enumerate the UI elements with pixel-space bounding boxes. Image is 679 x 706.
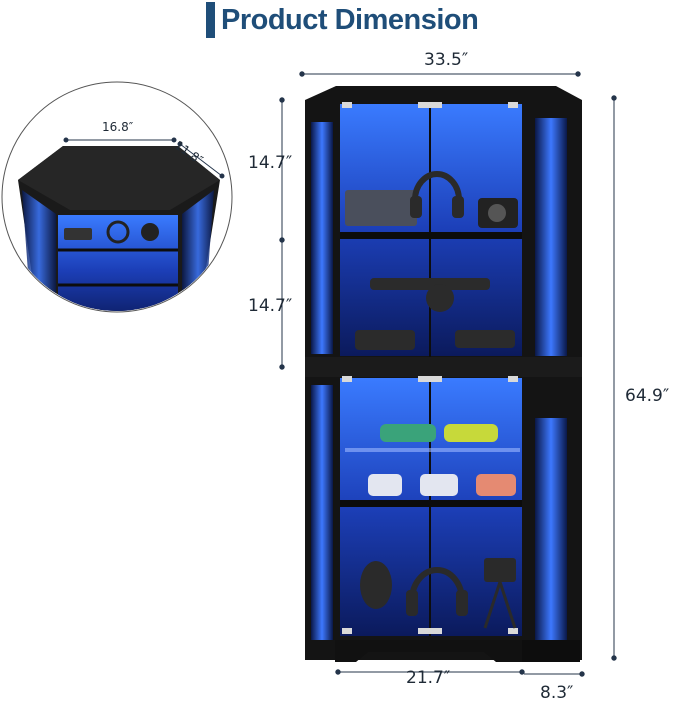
right-side-glass-upper — [535, 118, 567, 356]
top-section-height-label: 14.7″ — [248, 153, 293, 173]
bottom-shelf-items — [360, 558, 517, 629]
total-height-label: 64.9″ — [625, 386, 670, 406]
left-side-glass-lower — [311, 385, 333, 640]
middle-rail — [305, 357, 582, 377]
shelf-3 — [340, 500, 522, 507]
drone-items — [355, 278, 515, 350]
front-width-label: 21.7″ — [406, 668, 451, 688]
middle-section-height-label: 14.7″ — [248, 296, 293, 316]
shelf-2-acrylic — [345, 448, 520, 452]
total-width-label: 33.5″ — [424, 50, 469, 70]
corner-cabinet — [305, 86, 582, 662]
cabinet-top-surface — [18, 146, 220, 210]
dimension-lines — [279, 71, 617, 677]
model-car-items — [368, 424, 516, 496]
page-title: Product Dimension — [221, 3, 479, 36]
right-side-glass-lower — [535, 418, 567, 644]
shelf-1 — [340, 232, 522, 239]
side-depth-label: 8.3″ — [540, 683, 574, 703]
top-front-edge-label: 16.8″ — [102, 120, 134, 134]
inset-dimension-lines — [63, 137, 225, 179]
headphones-item — [412, 171, 462, 201]
title-block: Product Dimension — [206, 2, 479, 38]
title-accent-bar — [206, 2, 215, 38]
left-side-glass-upper — [311, 122, 333, 354]
keyboard-item — [345, 190, 417, 226]
